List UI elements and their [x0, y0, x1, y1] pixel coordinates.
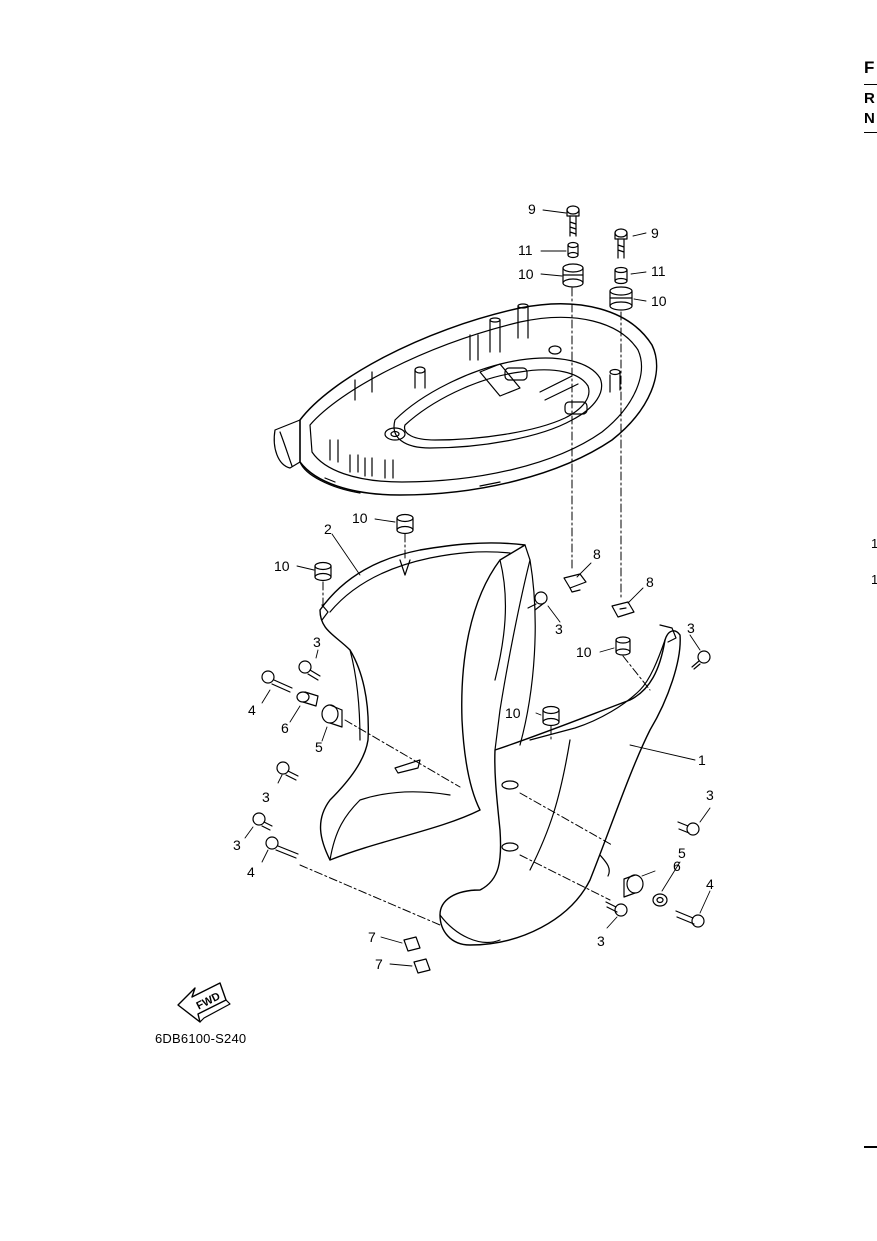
screw-9-right [614, 228, 628, 259]
edge-number: 1 [871, 572, 877, 587]
callout-3: 3 [687, 620, 695, 636]
leader-lines [244, 209, 711, 967]
grommet-10-right-mid [615, 636, 631, 656]
callout-4: 4 [248, 702, 256, 718]
bolt-3-b [691, 650, 711, 670]
upper-cowling-tray [273, 303, 658, 496]
callout-6: 6 [673, 858, 681, 874]
grommet-10-left [562, 263, 584, 288]
callout-labels: 9 11 10 9 11 10 10 2 10 8 8 3 3 3 10 4 6… [194, 201, 714, 1012]
assembly-lines [299, 287, 651, 926]
callout-9: 9 [651, 225, 659, 241]
fwd-arrow-icon [177, 982, 231, 1023]
callout-3: 3 [313, 634, 321, 650]
callout-3: 3 [597, 933, 605, 949]
edge-number: 1 [871, 536, 877, 551]
callout-9: 9 [528, 201, 536, 217]
callout-4: 4 [706, 876, 714, 892]
callout-3: 3 [262, 789, 270, 805]
cowling-2-left-half [319, 542, 526, 861]
edge-divider [864, 1146, 877, 1148]
damper-5-b [623, 874, 644, 898]
clip-8-right [611, 601, 635, 618]
callout-7: 7 [368, 929, 376, 945]
bolt-3-c [298, 660, 321, 681]
collar-11-left [567, 241, 579, 259]
callout-10: 10 [576, 644, 592, 660]
callout-8: 8 [593, 546, 601, 562]
callout-1: 1 [698, 752, 706, 768]
callout-3: 3 [706, 787, 714, 803]
callout-5: 5 [315, 739, 323, 755]
edge-divider [864, 132, 877, 133]
callout-5: 5 [678, 845, 686, 861]
callout-3: 3 [555, 621, 563, 637]
clip-8-left [563, 573, 587, 593]
bolt-4-b [265, 836, 299, 859]
nut-7-b [413, 958, 431, 974]
callout-4: 4 [247, 864, 255, 880]
edge-divider [864, 84, 877, 85]
callout-2: 2 [324, 521, 332, 537]
callout-10: 10 [651, 293, 667, 309]
edge-letter-r: R [864, 90, 875, 107]
bolt-4-c [675, 910, 705, 928]
callout-6: 6 [281, 720, 289, 736]
bolt-3-g [605, 901, 628, 917]
damper-5-a [321, 704, 343, 728]
grommet-10-right [609, 286, 633, 311]
grommet-10-mid-top [396, 513, 414, 535]
bolt-3-a [527, 591, 548, 611]
grommet-10-left-top [314, 561, 332, 582]
callout-11: 11 [651, 263, 666, 279]
callout-10: 10 [518, 266, 534, 282]
cowling-1-right-half [439, 544, 681, 946]
callout-3: 3 [233, 837, 241, 853]
edge-letter-f: F [864, 58, 875, 77]
callout-10: 10 [352, 510, 368, 526]
bolt-3-e [252, 812, 273, 831]
callout-10: 10 [274, 558, 290, 574]
callout-7: 7 [375, 956, 383, 972]
bolt-3-f [677, 821, 700, 836]
edge-letter-n: N [864, 110, 875, 127]
callout-11: 11 [518, 242, 533, 258]
callout-8: 8 [646, 574, 654, 590]
collar-11-right [614, 266, 628, 285]
bolt-4-a [261, 670, 293, 693]
screw-9-left [566, 205, 580, 237]
callout-10: 10 [505, 705, 521, 721]
washer-6-b [652, 893, 668, 907]
diagram-code: 6DB6100-S240 [155, 1031, 247, 1046]
grommet-10-center [542, 705, 560, 727]
bolt-3-d [276, 761, 299, 781]
nut-7-a [403, 936, 421, 952]
pin-6-a [296, 691, 319, 707]
